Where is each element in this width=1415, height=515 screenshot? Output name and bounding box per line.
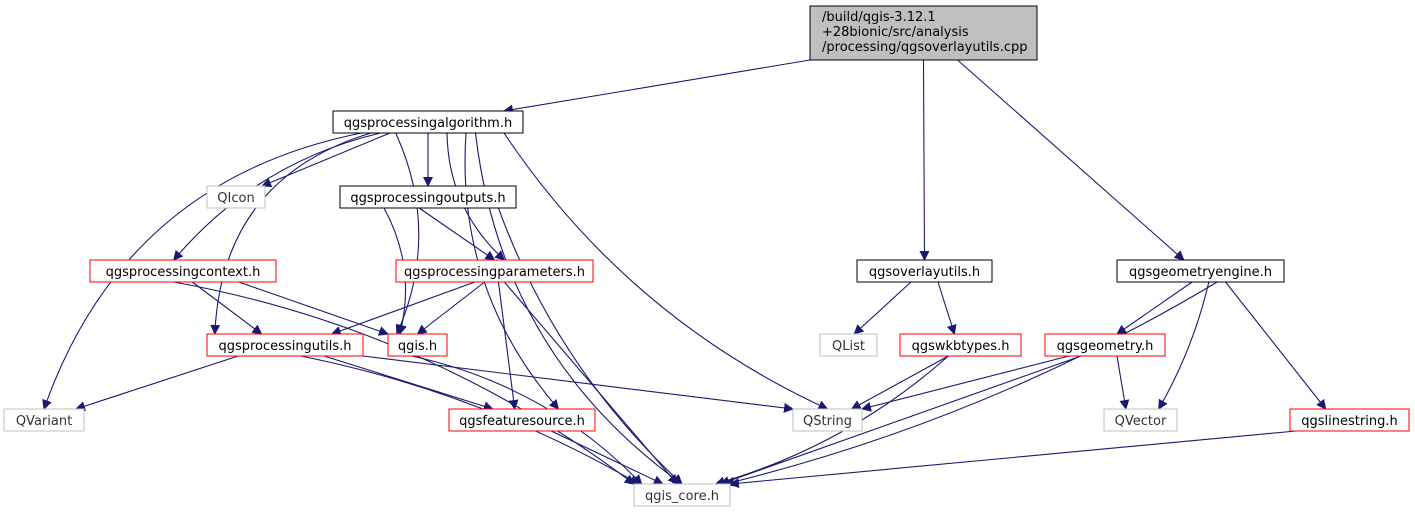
node-label: +28bionic/src/analysis: [822, 25, 969, 40]
node-box: [1116, 259, 1285, 283]
edge-geomengine-to-geometry: [1116, 281, 1193, 335]
edge-geomengine-to-core: [724, 281, 1218, 487]
node-label: qgsfeaturesource.h: [459, 414, 585, 429]
edge-geomengine-to-linestring: [1225, 281, 1327, 410]
edge-outputs-to-core: [497, 207, 683, 485]
node-box: [387, 333, 448, 357]
edge-linestring-to-core: [729, 430, 1297, 489]
edge-utils-to-featuresource: [323, 355, 494, 412]
edge-utils-to-qstring: [362, 355, 794, 413]
edge-algorithm-to-qvariant: [42, 132, 362, 410]
node-utils[interactable]: qgsprocessingutils.h: [206, 333, 364, 357]
node-geomengine[interactable]: qgsgeometryengine.h: [1116, 259, 1285, 283]
node-box: [206, 185, 266, 209]
node-outputs[interactable]: qgsprocessingoutputs.h: [339, 185, 517, 209]
edge-algorithm-to-qgis: [395, 132, 420, 335]
edge-featuresource-to-core: [550, 430, 664, 485]
node-label: qgsoverlayutils.h: [869, 265, 980, 280]
edge-algorithm-to-qstring: [503, 132, 829, 410]
node-box: [448, 408, 596, 432]
node-qvector: QVector: [1103, 408, 1178, 432]
node-label: QString: [803, 414, 852, 429]
node-label: qgsprocessingoutputs.h: [350, 191, 505, 206]
edge-overlayutils-to-wkbtypes: [937, 281, 957, 335]
node-qvariant: QVariant: [3, 408, 85, 432]
node-label: QIcon: [217, 191, 254, 206]
edge-wkbtypes-to-qstring: [850, 355, 949, 410]
edge-parameters-to-qgis: [416, 281, 485, 335]
node-wkbtypes[interactable]: qgswkbtypes.h: [899, 333, 1022, 357]
edge-algorithm-to-qicon: [261, 132, 391, 188]
node-label: QVariant: [16, 414, 72, 429]
edge-geomengine-to-qvector: [1158, 281, 1210, 410]
node-qstring: QString: [792, 408, 863, 432]
node-box: [899, 333, 1022, 357]
node-qgis[interactable]: qgis.h: [387, 333, 448, 357]
edge-root-to-geomengine: [957, 59, 1185, 261]
node-box: [206, 333, 364, 357]
edge-geometry-to-qstring: [861, 355, 1070, 412]
edge-geometry-to-core: [719, 355, 1082, 486]
node-box: [819, 333, 878, 357]
edge-root-to-algorithm: [503, 59, 811, 115]
node-label: qgswkbtypes.h: [912, 339, 1010, 354]
node-featuresource[interactable]: qgsfeaturesource.h: [448, 408, 596, 432]
node-box: [856, 259, 993, 283]
node-label: qgsprocessingalgorithm.h: [344, 116, 512, 131]
node-core: qgis_core.h: [633, 483, 731, 507]
edge-parameters-to-core: [503, 281, 678, 485]
node-overlayutils[interactable]: qgsoverlayutils.h: [856, 259, 993, 283]
node-box: [332, 110, 524, 134]
edge-utils-to-qvariant: [75, 355, 239, 411]
edge-context-to-utils: [191, 281, 263, 335]
node-context[interactable]: qgsprocessingcontext.h: [89, 259, 277, 283]
edge-parameters-to-featuresource: [497, 281, 519, 410]
node-box: [792, 408, 863, 432]
node-box: [3, 408, 85, 432]
node-parameters[interactable]: qgsprocessingparameters.h: [395, 259, 594, 283]
node-box: [1103, 408, 1178, 432]
edge-geometry-to-qvector: [1116, 355, 1130, 410]
node-geometry[interactable]: qgsgeometry.h: [1044, 333, 1166, 357]
node-box: [395, 259, 594, 283]
node-label: QList: [832, 339, 865, 354]
node-label: /processing/qgsoverlayutils.cpp: [822, 40, 1027, 55]
node-qlist: QList: [819, 333, 878, 357]
node-label: qgis.h: [398, 339, 437, 354]
node-label: qgis_core.h: [645, 489, 719, 504]
node-root[interactable]: /build/qgis-3.12.1+28bionic/src/analysis…: [809, 5, 1038, 61]
node-label: qgsprocessingparameters.h: [404, 265, 585, 280]
edge-root-to-overlayutils: [919, 59, 930, 261]
node-box: [89, 259, 277, 283]
edge-outputs-to-parameters: [418, 207, 496, 261]
node-label: QVector: [1115, 414, 1167, 429]
node-label: qgsprocessingutils.h: [218, 339, 351, 354]
edge-qgis-to-core: [411, 355, 643, 485]
node-label: qgsgeometryengine.h: [1129, 265, 1272, 280]
node-box: [1044, 333, 1166, 357]
node-label: qgsprocessingcontext.h: [106, 265, 261, 280]
node-box: [339, 185, 517, 209]
nodes-layer: /build/qgis-3.12.1+28bionic/src/analysis…: [3, 5, 1410, 507]
edge-algorithm-to-utils: [210, 132, 372, 335]
node-box: [633, 483, 731, 507]
node-label: qgsgeometry.h: [1057, 339, 1154, 354]
edge-overlayutils-to-qlist: [853, 281, 912, 335]
node-label: /build/qgis-3.12.1: [822, 10, 936, 25]
node-label: qgslinestring.h: [1301, 414, 1397, 429]
node-box: [1289, 408, 1410, 432]
node-qicon: QIcon: [206, 185, 266, 209]
edge-context-to-qgis: [238, 281, 389, 336]
node-box: [809, 5, 1038, 61]
edge-parameters-to-utils: [330, 281, 475, 336]
node-algorithm[interactable]: qgsprocessingalgorithm.h: [332, 110, 524, 134]
edge-utils-to-core: [300, 355, 640, 485]
node-linestring[interactable]: qgslinestring.h: [1289, 408, 1410, 432]
